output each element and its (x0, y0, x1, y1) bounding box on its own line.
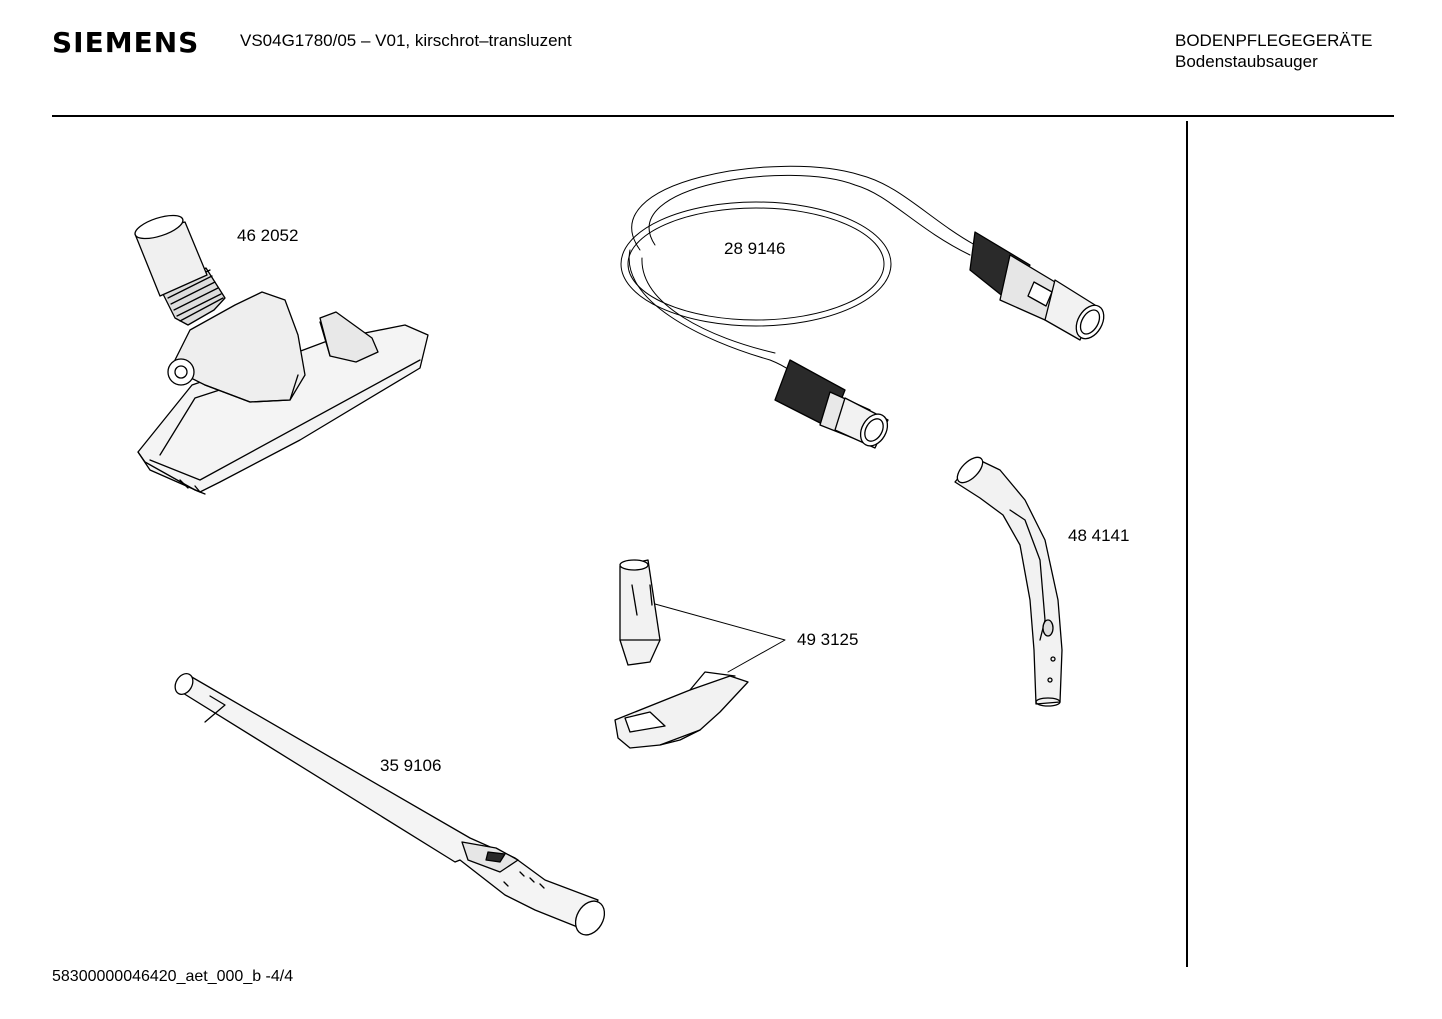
subcategory-label: Bodenstaubsauger (1175, 52, 1318, 71)
hose-illustration (620, 165, 1105, 449)
header-rule (52, 115, 1394, 117)
part-number-floor-nozzle: 46 2052 (237, 226, 299, 245)
part-number-hose: 28 9146 (724, 239, 786, 258)
handle-illustration (954, 456, 1063, 707)
part-number-handle: 48 4141 (1068, 526, 1130, 545)
document-id: 58300000046420_aet_000_b -4/4 (52, 968, 294, 985)
brand-logo: SIEMENS (52, 26, 200, 59)
floor-nozzle-illustration (134, 214, 429, 495)
side-rule (1186, 121, 1188, 967)
category-label: BODENPFLEGEGERÄTE (1175, 31, 1373, 50)
part-number-clip: 49 3125 (797, 630, 859, 649)
clip-illustration (614, 559, 786, 749)
part-number-tube: 35 9106 (380, 756, 442, 775)
tube-illustration (174, 673, 606, 936)
model-title: VS04G1780/05 – V01, kirschrot–transluzen… (240, 31, 572, 50)
